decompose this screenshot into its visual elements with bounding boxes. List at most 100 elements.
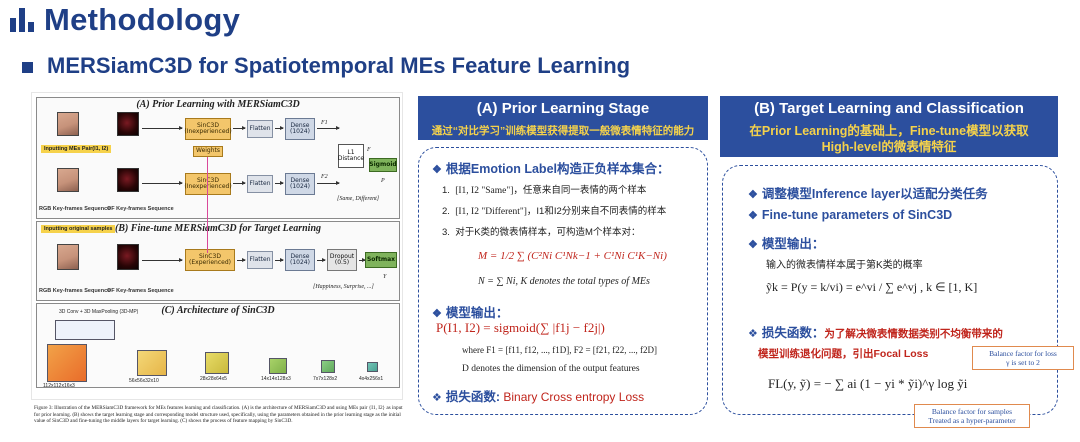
dense-sublabel: (1024) bbox=[290, 128, 310, 135]
diamond-bullet-icon: ❖ bbox=[432, 164, 442, 176]
gamma-note: Balance factor for loss γ is set to 2 bbox=[972, 346, 1074, 370]
target-stage-header: (B) Target Learning and Classification bbox=[720, 96, 1058, 121]
flatten-block-bottom: Flatten bbox=[247, 175, 273, 193]
optical-flow-image-top bbox=[117, 112, 139, 136]
p-label: P bbox=[381, 178, 385, 184]
item-number: 3. bbox=[442, 227, 450, 238]
l1-label: L1 bbox=[347, 148, 355, 156]
loss-text-2: 模型训练退化问题，引出Focal Loss bbox=[758, 348, 929, 360]
item-pair: [I1, I2 "Same"] bbox=[455, 186, 514, 196]
page-subtitle: MERSiamC3D for Spatiotemporal MEs Featur… bbox=[47, 53, 631, 78]
dropout-sublabel: (0.5) bbox=[334, 259, 350, 266]
target-head-3: ❖模型输出： bbox=[748, 233, 824, 252]
panel-c-title: (C) Architecture of SinC3D bbox=[161, 305, 275, 316]
size-label: 14x14x128x3 bbox=[261, 376, 291, 382]
dense-block-top: Dense(1024) bbox=[285, 118, 315, 140]
dropout-block: Dropout(0.5) bbox=[327, 249, 357, 271]
softmax-block: Softmax bbox=[365, 252, 397, 268]
face-image-b bbox=[57, 244, 79, 270]
f2-label: F2 bbox=[321, 174, 328, 180]
feature-cube bbox=[205, 352, 229, 374]
dropout-label: Dropout bbox=[329, 252, 355, 260]
weights-block: Weights bbox=[193, 146, 223, 157]
diamond-bullet-icon: ❖ bbox=[748, 239, 758, 251]
input-pair-tag: Inputting MEs Pair(I1, I2) bbox=[41, 145, 112, 153]
sinc3d-experienced-block: SinC3D(Experienced) bbox=[185, 249, 235, 271]
loss-text-1: 为了解决微表情数据类别不均衡带来的 bbox=[824, 328, 1003, 340]
sinc3d-label: SinC3D bbox=[197, 121, 219, 129]
feature-cube bbox=[269, 358, 287, 374]
legend-box bbox=[55, 320, 115, 340]
diamond-bullet-icon: ❖ bbox=[748, 189, 758, 201]
rgb-seq-label-b: RGB Key-frames Sequence bbox=[39, 288, 111, 294]
arrow bbox=[237, 258, 246, 262]
sinc3d-sublabel: (Experienced) bbox=[189, 259, 231, 266]
target-head-3-text: 模型输出： bbox=[761, 237, 825, 251]
square-bullet-icon bbox=[22, 62, 33, 73]
feature-cube bbox=[367, 362, 378, 372]
arrow bbox=[275, 181, 284, 185]
formula-p: P(I1, I2) = sigmoid(∑ |f1j − f2j|) bbox=[436, 320, 605, 335]
diamond-bullet-icon: ❖ bbox=[748, 210, 758, 222]
prior-stage-subheader: 通过“对比学习”训练模型获得提取一般微表情特征的能力 bbox=[418, 121, 708, 140]
prior-stage-header: (A) Prior Learning Stage bbox=[418, 96, 708, 121]
prior-head-1-text: 根据Emotion Label构造正负样本集合： bbox=[445, 162, 670, 176]
arrow bbox=[275, 258, 284, 262]
item-number: 1. bbox=[442, 185, 450, 196]
target-stage-box bbox=[722, 165, 1058, 415]
prior-loss: ❖损失函数: Binary Cross entropy Loss bbox=[432, 386, 644, 405]
prior-item-1: 1. [I1, I2 "Same"]，任意来自同一表情的两个样本 bbox=[442, 182, 646, 196]
arrow bbox=[275, 126, 284, 130]
sinc3d-block-bottom: SinC3D(Inexperienced) bbox=[184, 173, 232, 195]
size-label: 112x112x16x3 bbox=[43, 383, 75, 389]
dense-block-b: Dense(1024) bbox=[285, 249, 315, 271]
dense-label: Dense bbox=[290, 176, 310, 184]
note-line: γ is set to 2 bbox=[1006, 358, 1040, 368]
target-desc: 输入的微表情样本属于第K类的概率 bbox=[766, 260, 923, 271]
sinc3d-sublabel: (Inexperienced) bbox=[184, 128, 232, 135]
flatten-block-top: Flatten bbox=[247, 120, 273, 138]
formula-m: M = 1/2 ∑ (C²Ni C¹Nk−1 + C¹Ni C¹K−Ni) bbox=[478, 250, 667, 262]
item-pair: [I1, I2 "Different"] bbox=[455, 207, 527, 217]
item-text: 对于K类的微表情样本，可构造M个样本对： bbox=[455, 227, 641, 238]
formula-f: where F1 = [f11, f12, ..., f1D], F2 = [f… bbox=[462, 345, 658, 355]
feature-cube bbox=[47, 344, 87, 382]
loss-label: 损失函数: bbox=[445, 390, 501, 404]
of-seq-label: OF Key-frames Sequence bbox=[107, 206, 174, 212]
formula-y: ỹk = P(y = k/vi) = e^vi / ∑ e^vj , k ∈ [… bbox=[766, 280, 978, 294]
formula-n: N = ∑ Ni, K denotes the total types of M… bbox=[478, 276, 650, 287]
size-label: 7x7x128x2 bbox=[313, 376, 338, 382]
bar-chart-icon bbox=[10, 6, 36, 32]
dense-label: Dense bbox=[290, 252, 310, 260]
subheader-line-1: 在Prior Learning的基础上，Fine-tune模型以获取 bbox=[749, 124, 1029, 138]
arrow bbox=[317, 181, 340, 185]
optical-flow-image-bottom bbox=[117, 168, 139, 192]
sinc3d-label: SinC3D bbox=[197, 176, 219, 184]
feature-cube bbox=[137, 350, 167, 376]
target-head-1-text: 调整模型Inference layer以适配分类任务 bbox=[761, 187, 988, 201]
sinc3d-block-top: SinC3D(Inexperienced) bbox=[184, 118, 232, 140]
size-label: 56x56x32x10 bbox=[129, 378, 159, 384]
target-loss: ❖损失函数：为了解决微表情数据类别不均衡带来的 bbox=[748, 322, 1003, 341]
arrow bbox=[142, 126, 183, 130]
f-label: F bbox=[367, 147, 371, 153]
f1-label: F1 bbox=[321, 120, 328, 126]
flatten-block-b: Flatten bbox=[247, 251, 273, 269]
sinc3d-label: SinC3D bbox=[199, 252, 221, 260]
figure-panel-a: (A) Prior Learning with MERSiamC3D Input… bbox=[36, 97, 400, 219]
panel-b-title: (B) Fine-tune MERSiamC3D for Target Lear… bbox=[114, 223, 322, 234]
arrow bbox=[233, 181, 246, 185]
note-line: Treated as a hyper-parameter bbox=[928, 416, 1016, 426]
arrow bbox=[359, 258, 366, 262]
size-label: 4x4x256x1 bbox=[359, 376, 384, 382]
target-stage-subheader: 在Prior Learning的基础上，Fine-tune模型以获取 High-… bbox=[720, 121, 1058, 157]
feature-cube bbox=[321, 360, 335, 373]
dense-label: Dense bbox=[290, 121, 310, 129]
dense-sublabel: (1024) bbox=[290, 259, 310, 266]
target-head-2: ❖Fine-tune parameters of SinC3D bbox=[748, 208, 952, 222]
diamond-bullet-icon: ❖ bbox=[432, 392, 442, 404]
y-label: Y bbox=[383, 274, 387, 280]
formula-d: D denotes the dimension of the output fe… bbox=[462, 364, 640, 374]
rgb-seq-label: RGB Key-frames Sequence bbox=[39, 206, 111, 212]
